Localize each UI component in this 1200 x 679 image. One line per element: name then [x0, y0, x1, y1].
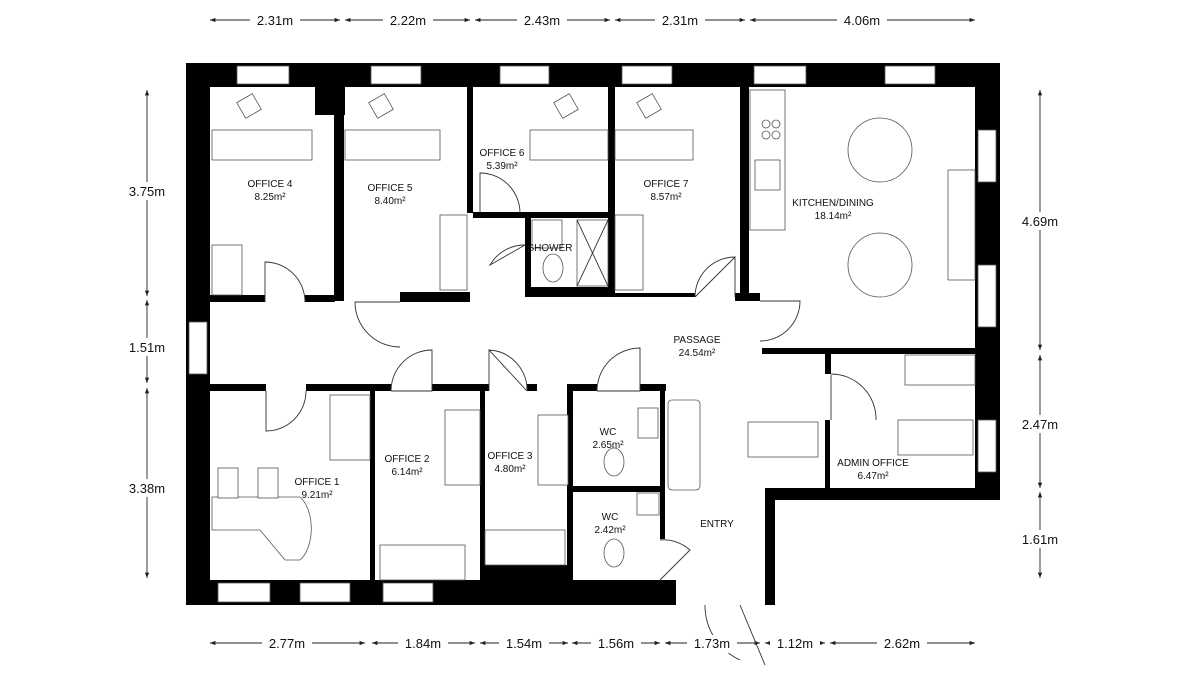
room-office-2-area: 6.14m² — [391, 467, 423, 478]
dim-bottom-5: 1.73m — [694, 636, 730, 651]
dim-right-2: 2.47m — [1022, 417, 1058, 432]
room-entry-name: ENTRY — [700, 519, 734, 530]
room-office-5-area: 8.40m² — [374, 196, 406, 207]
room-admin-office-area: 6.47m² — [857, 471, 889, 482]
room-office-4-name: OFFICE 4 — [247, 179, 292, 190]
room-office-3-name: OFFICE 3 — [487, 451, 532, 462]
dim-bottom-2: 1.84m — [405, 636, 441, 651]
room-office-4-area: 8.25m² — [254, 192, 286, 203]
dim-top-5: 4.06m — [844, 13, 880, 28]
dim-bottom-3: 1.54m — [506, 636, 542, 651]
dim-right-3: 1.61m — [1022, 532, 1058, 547]
dim-top-2: 2.22m — [390, 13, 426, 28]
room-kitchen-name: KITCHEN/DINING — [792, 198, 874, 209]
room-wc-2-name: WC — [602, 512, 619, 523]
room-office-3-area: 4.80m² — [494, 464, 526, 475]
dim-bottom-1: 2.77m — [269, 636, 305, 651]
room-labels: OFFICE 4 8.25m² OFFICE 5 8.40m² OFFICE 6… — [247, 148, 909, 536]
room-office-7-name: OFFICE 7 — [643, 179, 688, 190]
dim-right-1: 4.69m — [1022, 214, 1058, 229]
room-passage-name: PASSAGE — [673, 335, 720, 346]
dim-bottom-7: 2.62m — [884, 636, 920, 651]
dim-top-1: 2.31m — [257, 13, 293, 28]
room-kitchen-area: 18.14m² — [815, 211, 852, 222]
furniture — [211, 89, 976, 581]
dim-bottom-4: 1.56m — [598, 636, 634, 651]
room-admin-office-name: ADMIN OFFICE — [837, 458, 909, 469]
room-office-1-name: OFFICE 1 — [294, 477, 339, 488]
dimension-labels: 2.31m 2.22m 2.43m 2.31m 4.06m 2.77m 1.84… — [122, 11, 1065, 653]
room-office-7-area: 8.57m² — [650, 192, 682, 203]
dim-top-3: 2.43m — [524, 13, 560, 28]
dim-left-3: 3.38m — [129, 481, 165, 496]
room-passage-area: 24.54m² — [679, 348, 716, 359]
room-office-2-name: OFFICE 2 — [384, 454, 429, 465]
room-office-6-name: OFFICE 6 — [479, 148, 524, 159]
dim-bottom-6: 1.12m — [777, 636, 813, 651]
room-wc-2-area: 2.42m² — [594, 525, 626, 536]
walls — [186, 63, 1000, 605]
room-wc-1-area: 2.65m² — [592, 440, 624, 451]
dim-left-1: 3.75m — [129, 184, 165, 199]
dim-top-4: 2.31m — [662, 13, 698, 28]
room-shower-name: SHOWER — [528, 243, 573, 254]
room-office-1-area: 9.21m² — [301, 490, 333, 501]
room-office-6-area: 5.39m² — [486, 161, 518, 172]
room-office-5-name: OFFICE 5 — [367, 183, 412, 194]
room-wc-1-name: WC — [600, 427, 617, 438]
dim-left-2: 1.51m — [129, 340, 165, 355]
